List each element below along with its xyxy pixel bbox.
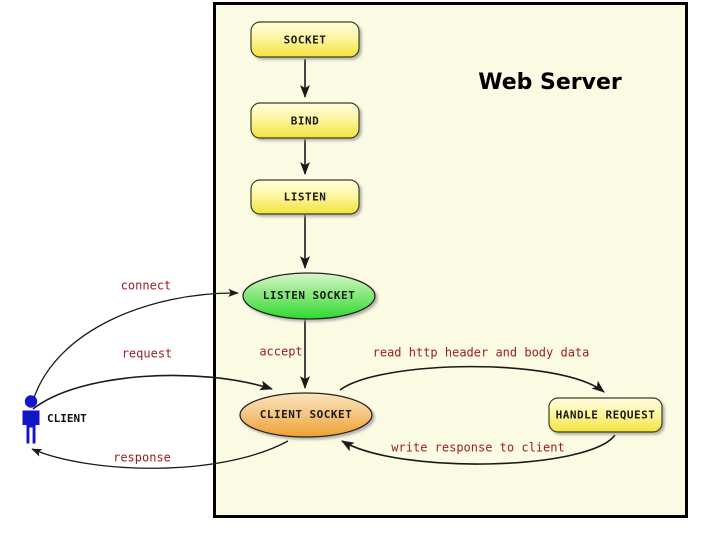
edge-client-socket-to-client	[31, 440, 289, 469]
edge-label-response: response	[113, 451, 171, 465]
node-socket[interactable]: SOCKET	[250, 21, 360, 58]
node-bind[interactable]: BIND	[250, 102, 360, 139]
listen-socket-label: LISTEN SOCKET	[263, 289, 356, 302]
listen-label: LISTEN	[284, 191, 327, 204]
node-handle-request[interactable]: HANDLE REQUEST	[548, 397, 663, 433]
client-socket-ellipse[interactable]	[239, 392, 373, 438]
listen-socket-ellipse[interactable]	[242, 272, 376, 320]
handle-request-box[interactable]	[548, 397, 663, 433]
handle-request-label: HANDLE REQUEST	[556, 409, 656, 422]
socket-box[interactable]	[250, 21, 360, 58]
web-server-title: Web Server	[478, 70, 622, 95]
edge-label-read-http: read http header and body data	[373, 346, 590, 360]
edge-label-write-response: write response to client	[391, 441, 564, 455]
edge-client-socket-to-handle-request	[339, 365, 605, 393]
person-icon	[22, 395, 40, 444]
listen-box[interactable]	[250, 179, 360, 215]
node-client-socket[interactable]: CLIENT SOCKET	[239, 392, 373, 438]
client-actor[interactable]: CLIENT	[22, 395, 88, 444]
edge-label-request: request	[122, 347, 173, 361]
socket-label: SOCKET	[284, 34, 327, 47]
node-listen[interactable]: LISTEN	[250, 179, 360, 215]
client-actor-label: CLIENT	[47, 412, 87, 425]
client-socket-label: CLIENT SOCKET	[260, 408, 353, 421]
edge-label-connect: connect	[121, 279, 172, 293]
node-listen-socket[interactable]: LISTEN SOCKET	[242, 272, 376, 320]
edge-client-to-client-socket	[32, 374, 273, 410]
edge-client-to-listen-socket	[32, 288, 239, 402]
bind-box[interactable]	[250, 102, 360, 139]
bind-label: BIND	[291, 115, 320, 128]
edge-label-accept: accept	[259, 345, 302, 359]
edge-handle-request-to-client-socket	[341, 434, 616, 465]
